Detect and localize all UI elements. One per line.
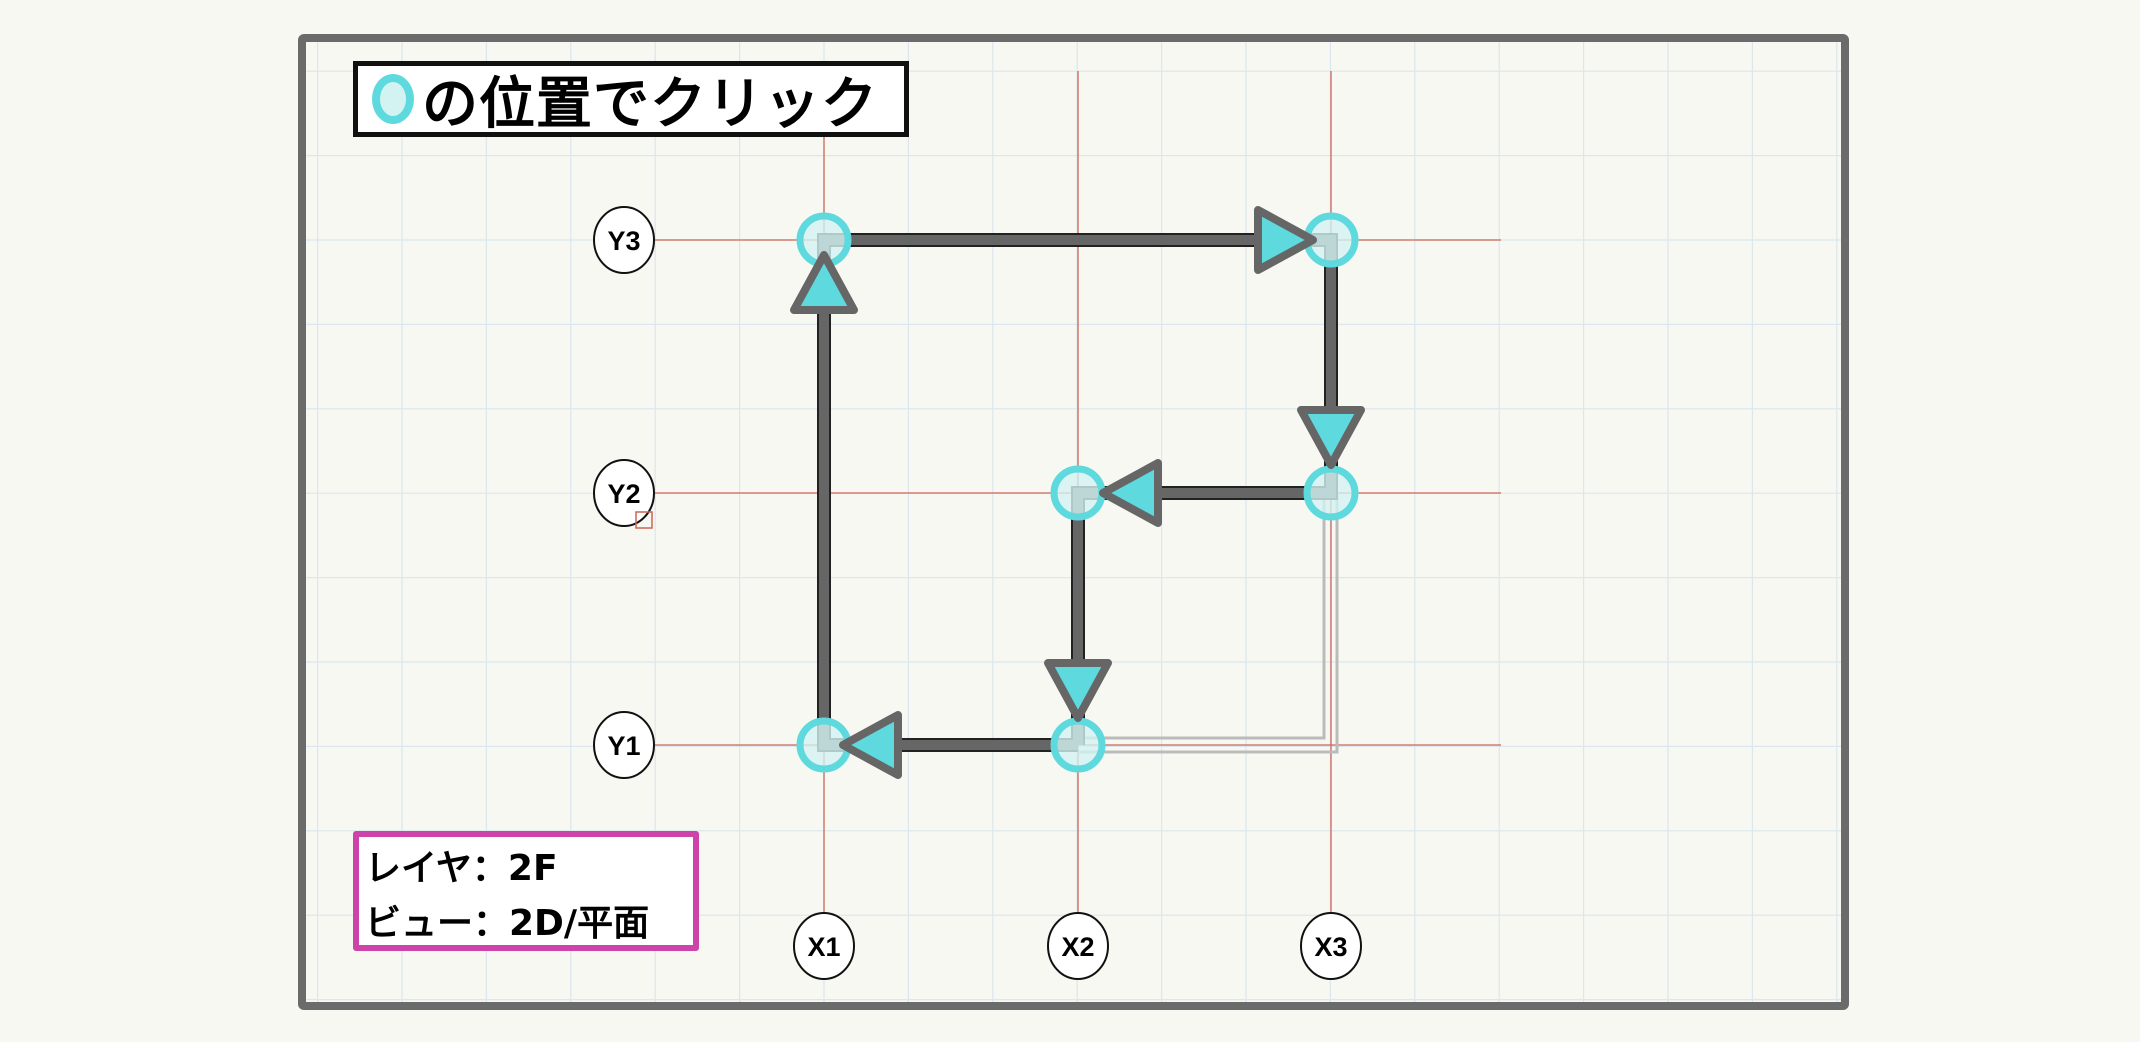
arrow-right-icon bbox=[1254, 206, 1317, 274]
layer-label: レイヤ：2F bbox=[365, 848, 558, 889]
arrow-up-icon bbox=[790, 251, 858, 314]
arrow-down-icon bbox=[1297, 406, 1365, 469]
axis-bubble-x2 bbox=[1047, 912, 1109, 980]
click-target-x2-y1[interactable] bbox=[1050, 717, 1106, 773]
axis-label-x3: X3 bbox=[1314, 932, 1347, 962]
click-target-x2-y2[interactable] bbox=[1050, 465, 1106, 521]
axis-label-y2: Y2 bbox=[607, 479, 640, 509]
arrow-down-icon bbox=[1044, 659, 1112, 722]
axis-label-y1: Y1 bbox=[607, 731, 640, 761]
axis-bubble-x3 bbox=[1300, 912, 1362, 980]
grid-axes: X1 X2 X3 Y1 Y2 Y3 bbox=[593, 71, 1501, 980]
axis-bubble-y3 bbox=[593, 206, 655, 274]
frame-border bbox=[298, 34, 1849, 1010]
arrow-left-icon bbox=[1099, 459, 1162, 527]
axis-bubble-y1 bbox=[593, 711, 655, 779]
arrow-left-icon bbox=[839, 711, 902, 779]
axis-bubble-y2 bbox=[593, 459, 655, 527]
click-target-x3-y2[interactable] bbox=[1303, 465, 1359, 521]
cyan-circle-icon bbox=[372, 74, 414, 124]
axis-label-x1: X1 bbox=[807, 932, 840, 962]
axis-label-y3: Y3 bbox=[607, 226, 640, 256]
instruction-text: の位置でクリック bbox=[422, 71, 878, 137]
small-marker bbox=[635, 511, 653, 529]
route-arrows bbox=[790, 206, 1365, 779]
instruction-banner: の位置でクリック bbox=[353, 61, 909, 137]
info-panel: レイヤ：2F ビュー：2D/平面 bbox=[353, 831, 699, 951]
view-label: ビュー：2D/平面 bbox=[365, 903, 650, 944]
ghost-path bbox=[1078, 493, 1339, 754]
axis-label-x2: X2 bbox=[1061, 932, 1094, 962]
click-points bbox=[796, 212, 1359, 773]
axis-bubble-x1 bbox=[793, 912, 855, 980]
